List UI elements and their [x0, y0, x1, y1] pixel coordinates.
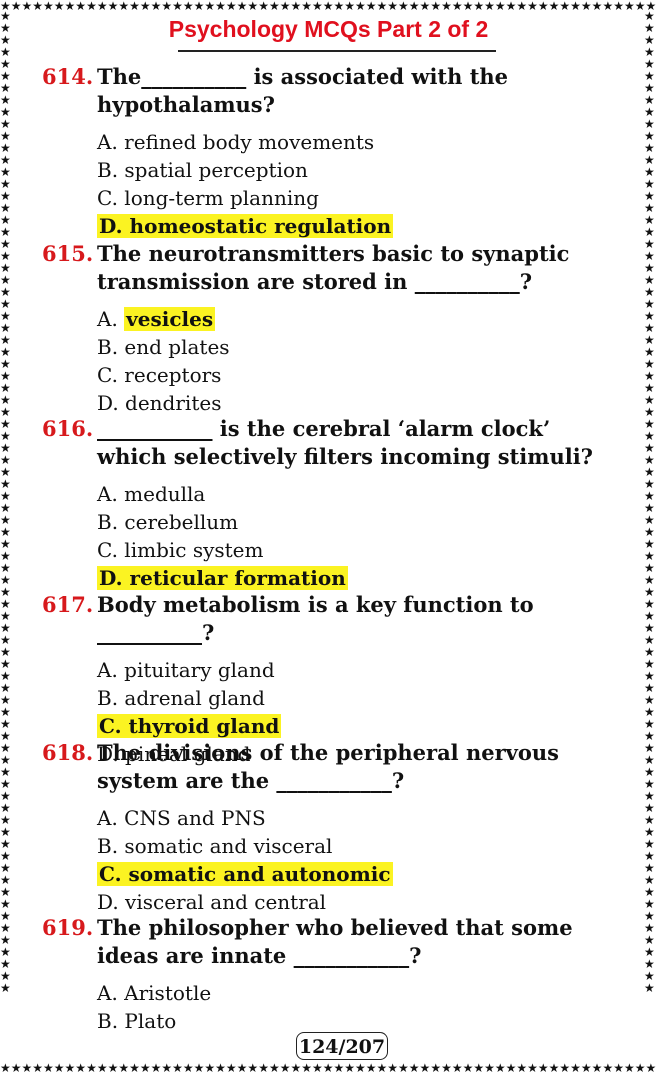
option-d-correct: D. reticular formation	[97, 564, 622, 592]
option-a: A. pituitary gland	[97, 658, 275, 682]
option-b: B. end plates	[97, 335, 230, 359]
options-list: A. refined body movements B. spatial per…	[97, 128, 622, 240]
star-border-bottom: ★★★★★★★★★★★★★★★★★★★★★★★★★★★★★★★★★★★★★★★★…	[0, 1062, 657, 1075]
question-617: 617. Body metabolism is a key function t…	[42, 591, 622, 768]
options-list: A. Aristotle B. Plato	[97, 979, 622, 1035]
question-618: 618. The divisions of the peripheral ner…	[42, 739, 622, 916]
option-d: D. visceral and central	[97, 890, 327, 914]
question-text: The neurotransmitters basic to synaptic …	[97, 241, 570, 294]
question-text: Body metabolism is a key function to ___…	[97, 592, 534, 645]
option-c: C. limbic system	[97, 538, 264, 562]
title-underline	[178, 50, 496, 52]
question-number: 618.	[42, 740, 94, 765]
option-b: B. adrenal gland	[97, 686, 265, 710]
option-b: B. spatial perception	[97, 158, 308, 182]
option-c-correct: C. somatic and autonomic	[97, 860, 622, 888]
question-text: ___________ is the cerebral ‘alarm clock…	[97, 416, 593, 469]
option-b: B. cerebellum	[97, 510, 239, 534]
question-text: The__________ is associated with the hyp…	[97, 64, 509, 117]
question-615: 615. The neurotransmitters basic to syna…	[42, 240, 622, 417]
option-d: D. dendrites	[97, 391, 222, 415]
star-border-left: ★★★★★★★★★★★★★★★★★★★★★★★★★★★★★★★★★★★★★★★★…	[0, 10, 11, 995]
question-text: The philosopher who believed that some i…	[97, 915, 573, 968]
option-a: A. refined body movements	[97, 130, 375, 154]
page-title: Psychology MCQs Part 2 of 2	[168, 16, 489, 42]
question-number: 614.	[42, 64, 94, 89]
option-b: B. Plato	[97, 1009, 177, 1033]
option-prefix: A.	[97, 307, 125, 331]
options-list: A. vesicles B. end plates C. receptors D…	[97, 305, 622, 417]
options-list: A. pituitary gland B. adrenal gland C. t…	[97, 656, 622, 768]
option-c: C. receptors	[97, 363, 222, 387]
question-number: 619.	[42, 915, 94, 940]
question-619: 619. The philosopher who believed that s…	[42, 914, 622, 1035]
star-border-top: ★★★★★★★★★★★★★★★★★★★★★★★★★★★★★★★★★★★★★★★★…	[0, 0, 657, 13]
question-number: 617.	[42, 592, 94, 617]
correct-answer-highlight: C. somatic and autonomic	[97, 862, 393, 886]
option-b: B. somatic and visceral	[97, 834, 333, 858]
option-a: A. Aristotle	[97, 981, 212, 1005]
option-c-correct: C. thyroid gland	[97, 712, 622, 740]
option-a: A. CNS and PNS	[97, 806, 266, 830]
question-614: 614. The__________ is associated with th…	[42, 63, 622, 240]
question-number: 615.	[42, 241, 94, 266]
correct-answer-highlight: D. reticular formation	[97, 566, 348, 590]
options-list: A. CNS and PNS B. somatic and visceral C…	[97, 804, 622, 916]
option-d-correct: D. homeostatic regulation	[97, 212, 622, 240]
option-c: C. long-term planning	[97, 186, 319, 210]
correct-answer-highlight: C. thyroid gland	[97, 714, 282, 738]
correct-answer-highlight: vesicles	[124, 307, 216, 331]
correct-answer-highlight: D. homeostatic regulation	[97, 214, 394, 238]
option-a-correct: A. vesicles	[97, 305, 622, 333]
question-text: The divisions of the peripheral nervous …	[97, 740, 559, 793]
option-d: D. pineal gland	[97, 742, 251, 766]
options-list: A. medulla B. cerebellum C. limbic syste…	[97, 480, 622, 592]
star-border-right: ★★★★★★★★★★★★★★★★★★★★★★★★★★★★★★★★★★★★★★★★…	[644, 10, 655, 995]
question-number: 616.	[42, 416, 94, 441]
option-a: A. medulla	[97, 482, 206, 506]
question-616: 616. ___________ is the cerebral ‘alarm …	[42, 415, 622, 592]
page-number-badge: 124/207	[296, 1032, 388, 1060]
